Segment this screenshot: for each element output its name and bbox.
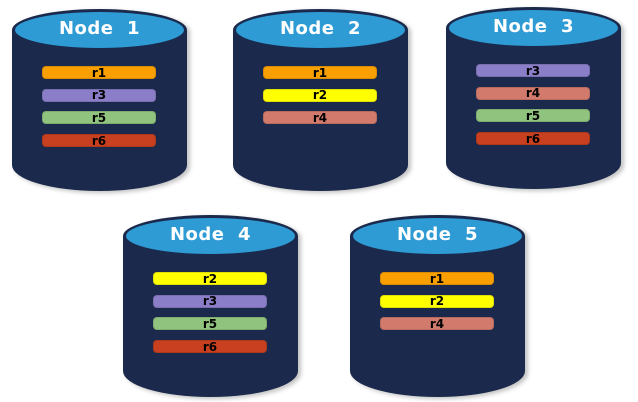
cylinder-top: Node 5 <box>350 215 525 257</box>
node-title: Node 1 <box>58 18 141 39</box>
node-title: Node 5 <box>396 224 479 245</box>
replica-list: r3 r4 r5 r6 <box>476 64 590 155</box>
replica-bar-r6: r6 <box>476 132 590 146</box>
cylinder-body <box>446 28 621 189</box>
node-title: Node 2 <box>279 18 362 39</box>
cylinder-top: Node 1 <box>12 9 187 51</box>
replica-list: r1 r2 r4 <box>263 66 377 134</box>
cylinder-body <box>12 30 187 191</box>
replica-list: r2 r3 r5 r6 <box>153 272 267 363</box>
replica-bar-r4: r4 <box>476 86 590 100</box>
replica-bar-r3: r3 <box>476 64 590 77</box>
node-3: Node 3 r3 r4 r5 r6 <box>446 7 621 189</box>
node-title: Node 3 <box>492 16 575 37</box>
replica-bar-r5: r5 <box>476 109 590 123</box>
node-2: Node 2 r1 r2 r4 <box>233 9 408 191</box>
node-4: Node 4 r2 r3 r5 r6 <box>123 215 298 397</box>
node-5: Node 5 r1 r2 r4 <box>350 215 525 397</box>
replica-bar-r2: r2 <box>153 272 267 285</box>
cylinder-top: Node 4 <box>123 215 298 257</box>
replica-bar-r1: r1 <box>380 272 494 285</box>
cylinder-body <box>123 236 298 397</box>
replica-bar-r2: r2 <box>380 294 494 308</box>
replica-bar-r5: r5 <box>42 111 156 125</box>
cylinder-body <box>350 236 525 397</box>
replica-bar-r3: r3 <box>153 294 267 308</box>
replica-bar-r4: r4 <box>380 317 494 331</box>
node-title: Node 4 <box>169 224 252 245</box>
replica-bar-r1: r1 <box>263 66 377 79</box>
replica-bar-r1: r1 <box>42 66 156 79</box>
replica-bar-r6: r6 <box>42 134 156 148</box>
cylinder-top: Node 2 <box>233 9 408 51</box>
replica-bar-r6: r6 <box>153 340 267 354</box>
cylinder-top: Node 3 <box>446 7 621 49</box>
cylinder-body <box>233 30 408 191</box>
replica-list: r1 r3 r5 r6 <box>42 66 156 157</box>
replica-bar-r3: r3 <box>42 88 156 102</box>
node-1: Node 1 r1 r3 r5 r6 <box>12 9 187 191</box>
replica-bar-r2: r2 <box>263 88 377 102</box>
replica-bar-r4: r4 <box>263 111 377 125</box>
replica-list: r1 r2 r4 <box>380 272 494 340</box>
replica-bar-r5: r5 <box>153 317 267 331</box>
